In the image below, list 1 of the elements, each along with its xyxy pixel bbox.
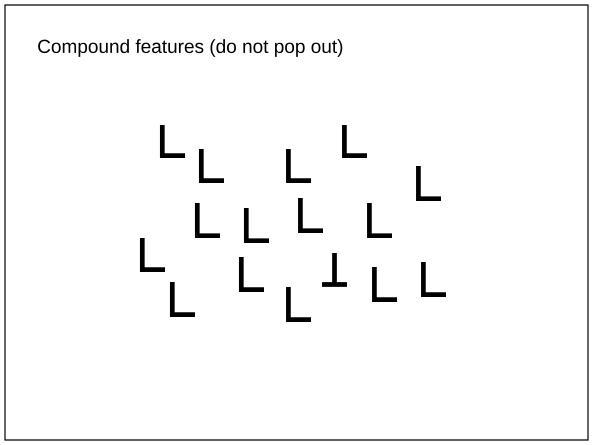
- title: Compound features (do not pop out): [38, 39, 342, 57]
